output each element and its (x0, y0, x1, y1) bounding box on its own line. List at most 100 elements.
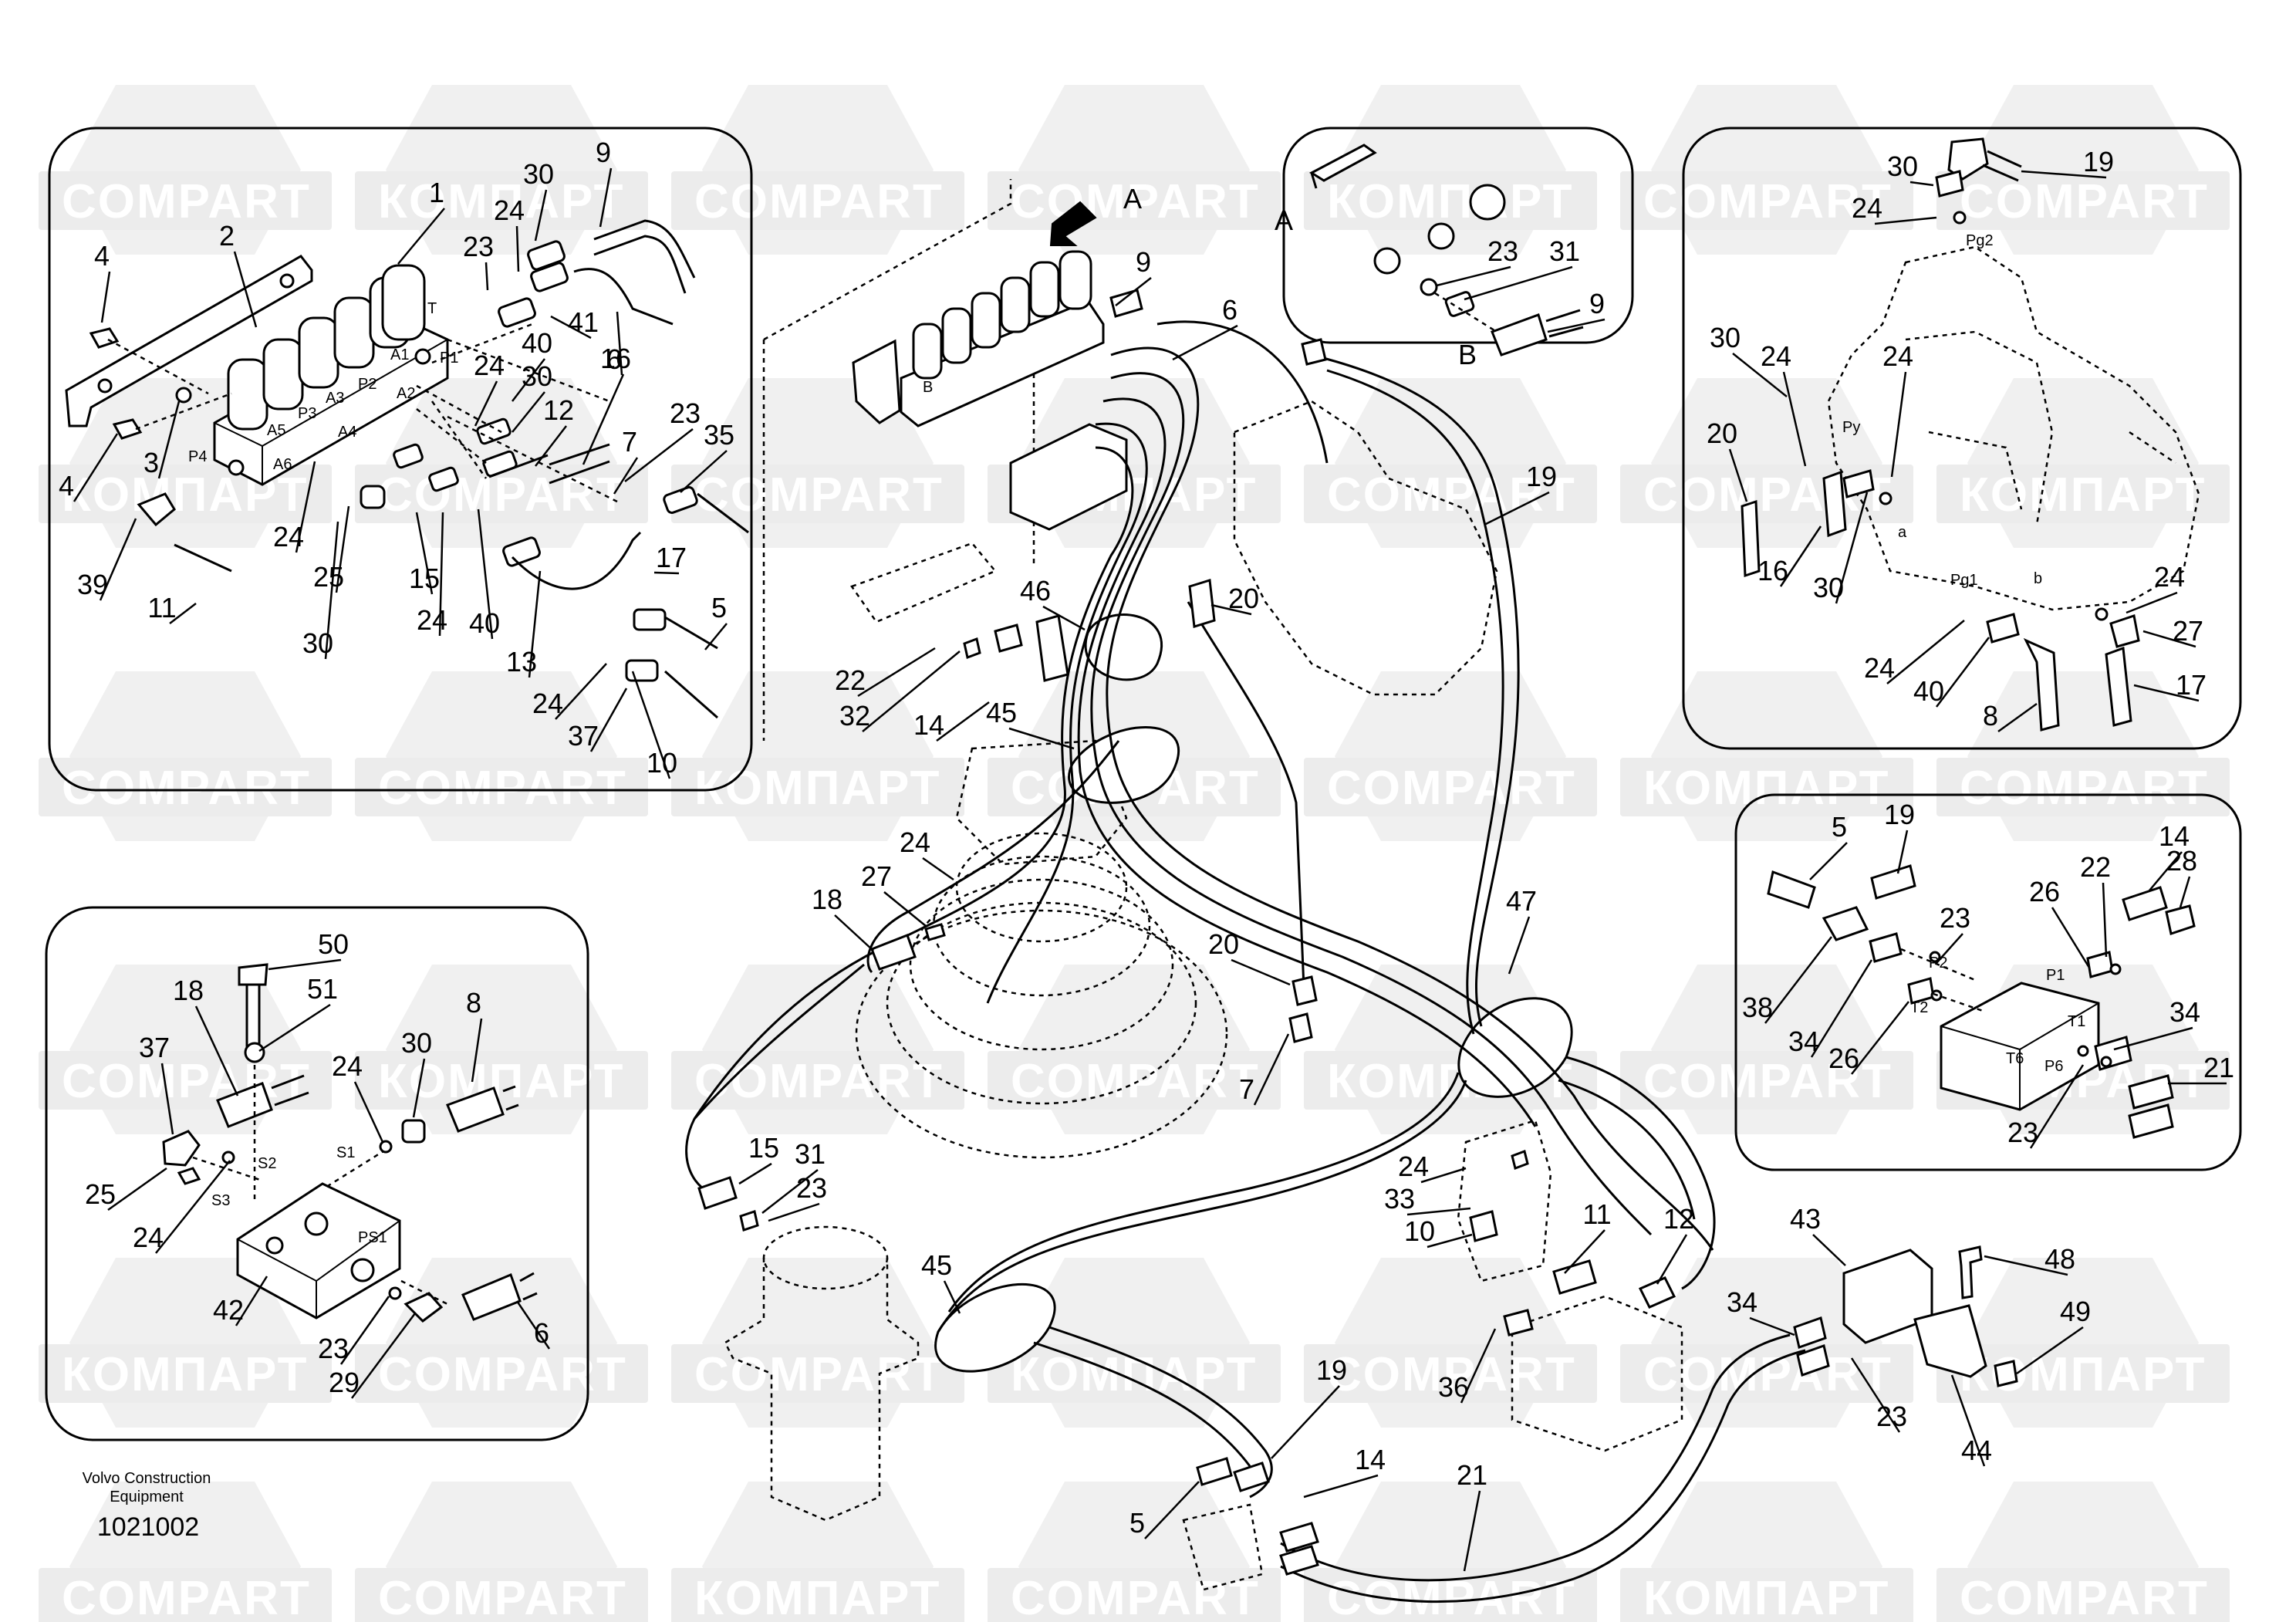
panel-view-a-b (1282, 127, 1634, 344)
leader-line (555, 663, 607, 720)
watermark-tile: COMPART (1304, 378, 1597, 548)
callout-bottom-left: 51 (258, 973, 338, 1053)
part-number-label: 12 (543, 394, 574, 426)
port-label-p6-rl: P6 (2044, 1058, 2063, 1075)
leader-line (528, 570, 542, 678)
callout-center: 24 (1398, 1151, 1467, 1184)
watermark-tile: КОМПАРТ (1620, 1482, 1913, 1622)
part-number-label: 4 (59, 470, 74, 502)
leader-line (268, 958, 342, 971)
callout-top-left: 15 (409, 512, 440, 595)
swing-bearing-ring (955, 832, 1128, 943)
part-number-label: 24 (1398, 1151, 1429, 1182)
leader-line (415, 512, 434, 595)
leader-line (1909, 181, 1934, 187)
assembly-lines-top-left (107, 323, 618, 503)
watermark-tile: COMPART (355, 1258, 648, 1428)
part-number-label: 19 (1526, 461, 1557, 492)
leader-line (1950, 1374, 1986, 1467)
port-label-p2-rl: P2 (1929, 955, 1947, 972)
bracket-hole (97, 378, 113, 394)
control-valve-section (1905, 330, 2176, 525)
watermark-text: КОМПАРТ (1011, 1348, 1257, 1401)
oring-part-23 (388, 1286, 402, 1300)
callout-right-lower: 34 (1788, 959, 1873, 1058)
callout-top-left: 24 (532, 663, 607, 720)
watermark-text: COMPART (1011, 1572, 1260, 1622)
fitting-part-14-rl (2122, 886, 2168, 921)
part-number-label: 20 (1228, 583, 1259, 614)
leader-line (631, 671, 671, 779)
leader-line (1732, 353, 1788, 397)
part-number-label: 22 (835, 664, 866, 696)
callout-top-left: 37 (568, 688, 628, 752)
watermark-text: КОМПАРТ (378, 1055, 624, 1108)
bracket-hole (279, 273, 295, 289)
watermark-text: COMPART (1643, 1348, 1893, 1401)
port-label-p1-rl: P1 (2046, 967, 2065, 984)
callout-top-left: 5 (704, 592, 728, 650)
manifold-edge (214, 339, 448, 485)
hose-bundle (685, 320, 1806, 1603)
port-label-p3: P3 (298, 405, 316, 422)
callout-top-left: 13 (506, 570, 542, 678)
part-number-label: 24 (1761, 340, 1791, 372)
callout-center: 34 (1727, 1286, 1795, 1336)
leader-line (1779, 525, 1822, 587)
port-label-p4: P4 (188, 448, 207, 465)
part-number-label: 30 (1813, 572, 1844, 603)
watermark-tile: COMPART (1936, 671, 2230, 841)
part-number-label: 34 (1788, 1026, 1819, 1057)
callout-top-left: 25 (313, 505, 350, 593)
leader-line (582, 373, 625, 465)
part-number-label: 16 (1757, 555, 1788, 586)
leader-line (157, 400, 181, 479)
callout-top-right-view: 31 (1464, 235, 1580, 301)
port-label-pg1: Pg1 (1950, 572, 1978, 589)
swing-motor-housing (955, 739, 1128, 866)
view-a-pipe (1308, 144, 1377, 189)
leader-line (1303, 1474, 1379, 1499)
callout-right-upper: 16 (1757, 525, 1822, 587)
callout-center: 33 (1384, 1183, 1471, 1216)
part-number-label: 24 (1864, 652, 1895, 684)
callout-right-upper: 30 (1887, 150, 1934, 187)
part-number-label: 30 (522, 360, 552, 392)
leader-line (883, 891, 927, 927)
watermark-tile: COMPART (671, 965, 964, 1134)
part-number-label: 45 (986, 697, 1017, 728)
callout-right-upper: 8 (1983, 700, 2038, 733)
leader-line (1656, 1234, 1688, 1285)
callout-center: 45 (986, 697, 1075, 750)
callout-top-left: 1 (397, 177, 445, 265)
callout-center: 43 (1790, 1203, 1846, 1266)
panel-top-right (1682, 127, 2242, 750)
part-number-label: 15 (748, 1132, 779, 1164)
part-number-label: 15 (409, 563, 440, 594)
part-number-label: 3 (144, 447, 159, 478)
part-number-label: 24 (900, 826, 930, 858)
leader-line (194, 1005, 239, 1097)
part-number-label: 26 (1828, 1042, 1859, 1074)
callout-top-left: 30 (523, 158, 554, 242)
shuttle-valve-assembly: S1 S2 S3 PS1 (162, 963, 538, 1323)
callout-top-left: 9 (596, 137, 613, 228)
bolt-part-49 (1994, 1360, 2018, 1387)
rotary-joint-body (724, 1258, 920, 1522)
leader-line (2102, 882, 2108, 958)
watermark-text: КОМПАРТ (1960, 468, 2206, 522)
watermark-text: КОМПАРТ (1643, 762, 1889, 815)
watermark-text: COMPART (694, 1348, 944, 1401)
hose-view-b (1545, 309, 1584, 338)
callout-top-left: 11 (147, 592, 197, 624)
watermark-text: COMPART (378, 468, 627, 522)
part-number-label: 18 (173, 975, 204, 1006)
part-number-label: 19 (1884, 799, 1915, 830)
callout-right-lower: 14 (2149, 820, 2190, 891)
leader-line (1812, 1234, 1846, 1266)
fittings-center (697, 289, 1830, 1576)
panel-top-left (48, 127, 753, 792)
leader-line (1886, 620, 1965, 684)
callout-bottom-left: 8 (466, 987, 483, 1083)
callout-center: 47 (1506, 885, 1537, 975)
